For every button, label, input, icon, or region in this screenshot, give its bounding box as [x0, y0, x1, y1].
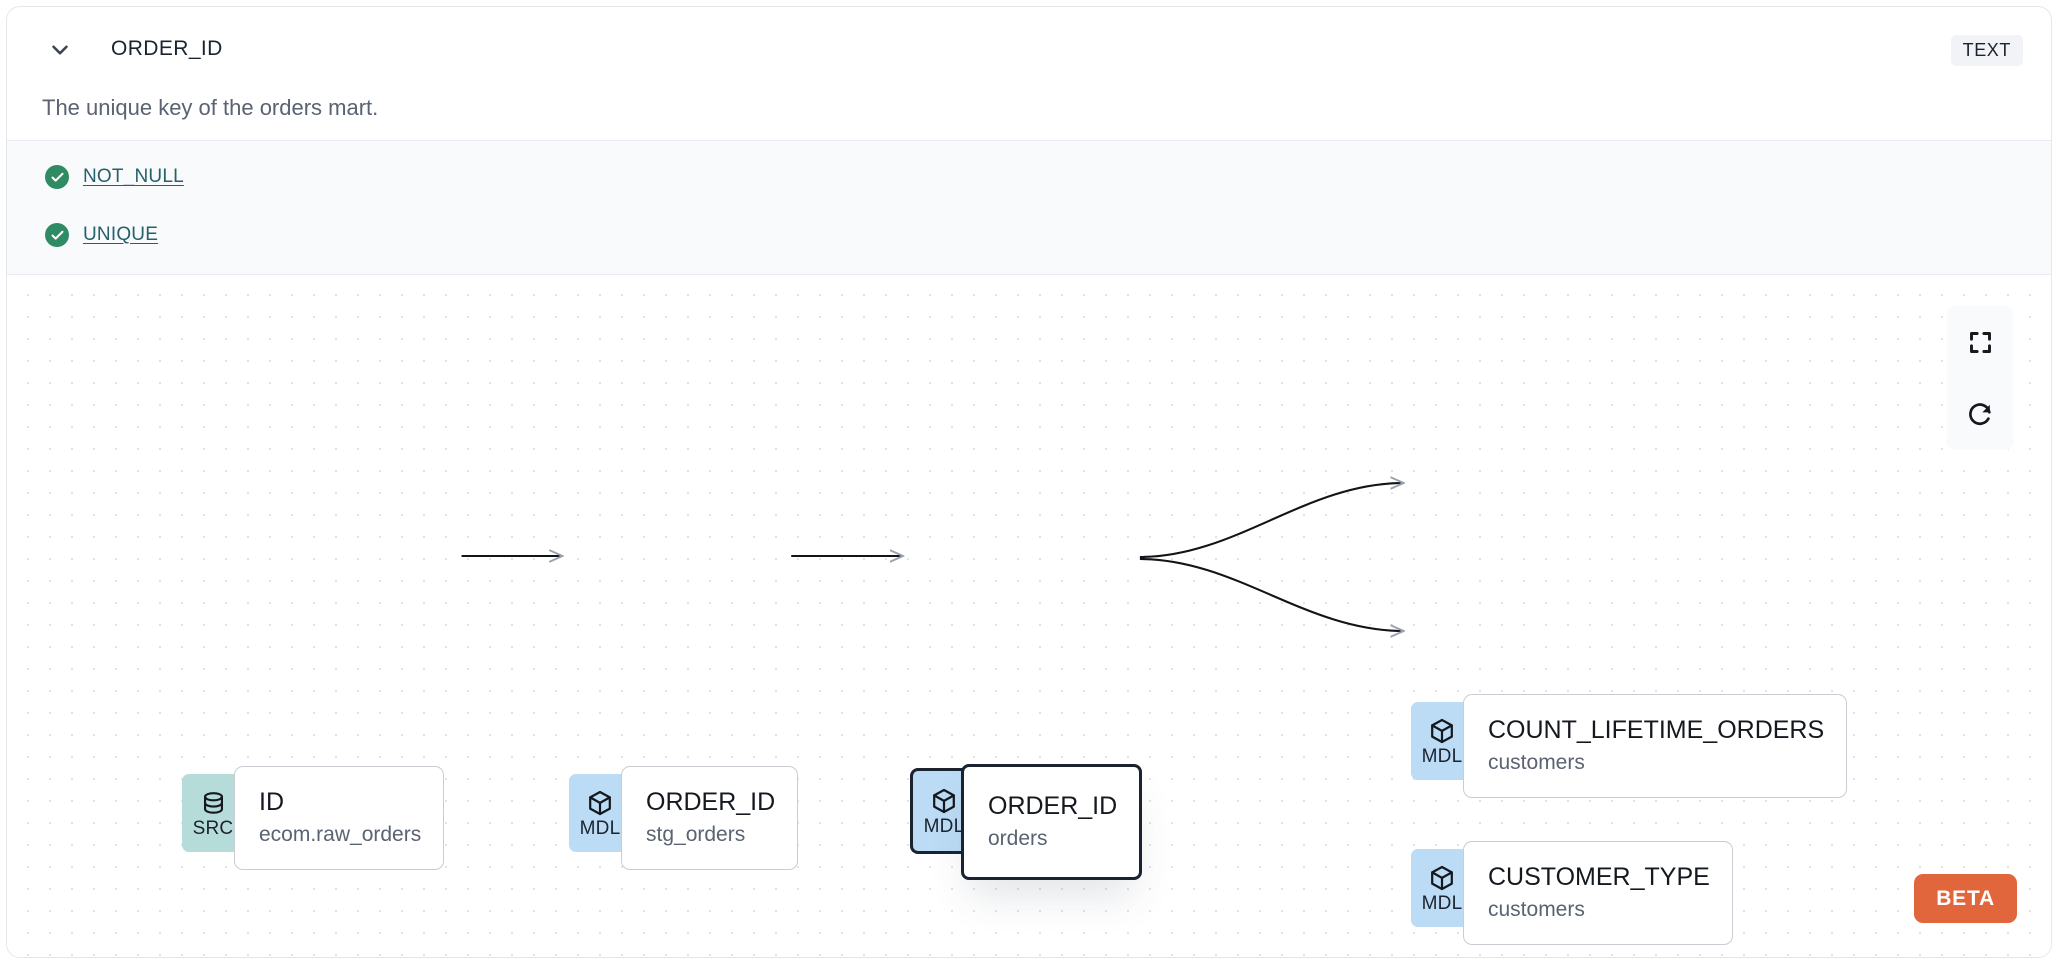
fit-view-button[interactable]: [1947, 306, 2013, 378]
column-detail-panel: ORDER_ID TEXT The unique key of the orde…: [6, 6, 2052, 958]
cube-icon: [930, 786, 958, 816]
column-description: The unique key of the orders mart.: [42, 95, 379, 120]
test-row[interactable]: UNIQUE: [45, 220, 158, 250]
lineage-node-count-lifetime-orders[interactable]: MDL COUNT_LIFETIME_ORDERS customers: [1411, 694, 1848, 798]
canvas-controls: [1947, 306, 2013, 450]
page-title: ORDER_ID: [111, 37, 223, 60]
cube-icon: [1428, 716, 1456, 746]
edge-orders-customertype: [1139, 557, 1404, 631]
node-model-name: customers: [1488, 751, 1585, 775]
fullscreen-icon: [1967, 329, 1994, 356]
badge-label: MDL: [1421, 893, 1463, 914]
node-column-name: ORDER_ID: [646, 788, 776, 817]
badge-model: MDL: [1411, 849, 1473, 927]
node-model-name: ecom.raw_orders: [259, 823, 422, 847]
node-column-name: ID: [259, 788, 284, 817]
node-card[interactable]: ORDER_ID stg_orders: [621, 766, 799, 870]
panel-header: ORDER_ID TEXT: [7, 7, 2051, 81]
lineage-edges: [461, 276, 2051, 958]
node-card[interactable]: ID ecom.raw_orders: [234, 766, 445, 870]
badge-model: MDL: [569, 774, 631, 852]
badge-label: SRC: [192, 818, 234, 839]
badge-source: SRC: [182, 774, 244, 852]
node-model-name: stg_orders: [646, 823, 746, 847]
cube-icon: [586, 788, 614, 818]
lineage-canvas[interactable]: SRC ID ecom.raw_orders: [7, 276, 2051, 958]
chevron-down-icon[interactable]: [47, 37, 73, 63]
reset-button[interactable]: [1947, 378, 2013, 450]
check-circle-icon: [45, 223, 69, 247]
badge-label: MDL: [579, 818, 621, 839]
column-type-badge: TEXT: [1950, 35, 2023, 66]
check-circle-icon: [45, 165, 69, 189]
beta-badge[interactable]: BETA: [1914, 874, 2017, 923]
node-card[interactable]: COUNT_LIFETIME_ORDERS customers: [1463, 694, 1848, 798]
test-row[interactable]: NOT_NULL: [45, 162, 184, 192]
badge-label: MDL: [923, 816, 965, 837]
node-model-name: customers: [1488, 898, 1585, 922]
lineage-node-src[interactable]: SRC ID ecom.raw_orders: [182, 766, 445, 870]
node-column-name: COUNT_LIFETIME_ORDERS: [1488, 716, 1825, 745]
refresh-icon: [1966, 400, 1994, 428]
edge-orders-count: [1139, 483, 1404, 559]
node-card[interactable]: ORDER_ID orders: [961, 764, 1143, 880]
node-card[interactable]: CUSTOMER_TYPE customers: [1463, 841, 1733, 945]
badge-model: MDL: [1411, 702, 1473, 780]
lineage-node-stg-orders[interactable]: MDL ORDER_ID stg_orders: [569, 766, 799, 870]
database-icon: [200, 788, 227, 818]
tests-section: NOT_NULL UNIQUE: [7, 140, 2051, 275]
lineage-node-orders-selected[interactable]: MDL ORDER_ID orders: [910, 764, 1143, 880]
cube-icon: [1428, 863, 1456, 893]
node-column-name: ORDER_ID: [988, 792, 1118, 821]
node-model-name: orders: [988, 827, 1048, 851]
test-link-unique[interactable]: UNIQUE: [83, 224, 159, 245]
badge-label: MDL: [1421, 746, 1463, 767]
test-link-not-null[interactable]: NOT_NULL: [83, 166, 184, 187]
lineage-node-customer-type[interactable]: MDL CUSTOMER_TYPE customers: [1411, 841, 1733, 945]
node-column-name: CUSTOMER_TYPE: [1488, 863, 1710, 892]
